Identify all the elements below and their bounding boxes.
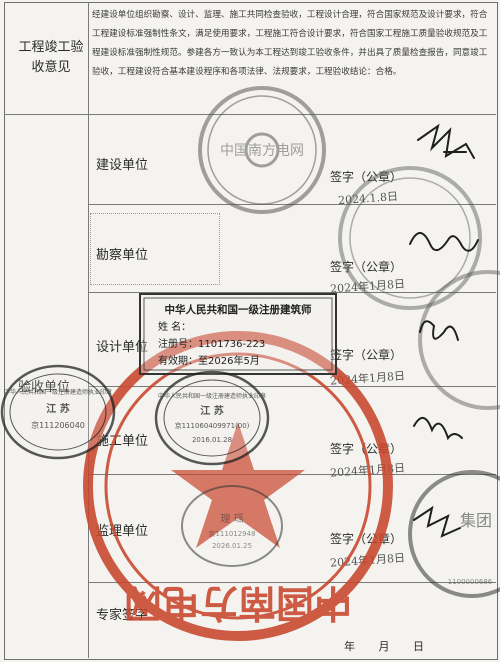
architect-stamp-name: 姓 名： [158,320,191,333]
construction-sign-label: 签字（公章） [330,170,403,184]
left-oval-number: 京111206040 [31,420,85,430]
design-sign-label: 签字（公章） [330,348,403,362]
architect-stamp-validity: 有效期：至2026年5月 [158,354,260,367]
design-party-label: 设计单位 [96,340,149,355]
construction-party-label: 建设单位 [96,158,149,173]
supervision-stamp-number: 京111012948 [208,529,255,538]
form-divider-vertical [88,2,89,114]
right-round-stamp-number: 1100000686 [448,578,493,586]
form-divider-builder [88,386,496,387]
architect-stamp-title: 中华人民共和国一级注册建筑师 [165,303,312,316]
mid-oval-title: 中华人民共和国一级注册建造师执业印章 [158,392,266,400]
opinion-text: 经建设单位组织勘察、设计、监理、施工共同检查验收，工程设计合理，符合国家规范及设… [92,10,488,77]
large-red-seal: 中国南方电网 [83,331,393,641]
form-divider-opinion [4,114,496,115]
builder-oval-stamp-left: 中华人民共和国一级注册建造师执业印章 江 苏 京111206040 [0,364,116,460]
builder-oval-stamp-mid: 中华人民共和国一级注册建造师执业印章 江 苏 京111060409971(00)… [154,370,270,466]
supervision-round-stamp: 集团 1100000686 [408,470,500,598]
construction-stamp-text: 中国南方电网 [220,143,304,159]
mid-oval-date: 2016.01.28 [192,436,232,444]
design-round-stamp [418,270,500,410]
form-divider-expert [88,582,496,583]
handwritten-signatures [409,123,479,538]
supervision-stamp-date: 2026.01.25 [212,542,252,550]
survey-sign-label: 签字（公章） [330,260,403,274]
left-oval-province: 江 苏 [46,402,69,415]
form-border [4,2,498,660]
left-oval-title: 中华人民共和国一级注册建造师执业印章 [4,388,112,396]
right-round-stamp-text: 集团 [460,511,492,530]
supervision-stamp-name: 理 瑶 [220,513,243,525]
survey-party-label: 勘察单位 [96,248,149,263]
architect-stamp-number: 注册号：1101736-223 [158,337,265,350]
acceptance-unit-label: 验收单位 [18,376,70,395]
builder-party-label: 施工单位 [96,434,149,449]
survey-photo-frame [90,213,220,285]
survey-round-stamp [338,166,482,310]
opinion-title: 工程竣工验收意见 [18,40,84,75]
construction-round-stamp: 中国南方电网 [198,86,326,214]
form-divider-design [88,292,496,293]
supervision-party-label: 监理单位 [96,524,149,539]
seal-text: 中国南方电网 [124,581,352,625]
mid-oval-province: 江 苏 [200,404,223,417]
footer-date: 年 月 日 [344,640,434,653]
mid-oval-number: 京111060409971(00) [175,421,250,430]
architect-rect-stamp: 中华人民共和国一级注册建筑师 姓 名： 注册号：1101736-223 有效期：… [139,293,337,375]
expert-signature-label: 专家签字 [96,608,149,623]
supervision-oval-stamp: 理 瑶 京111012948 2026.01.25 [181,485,283,567]
